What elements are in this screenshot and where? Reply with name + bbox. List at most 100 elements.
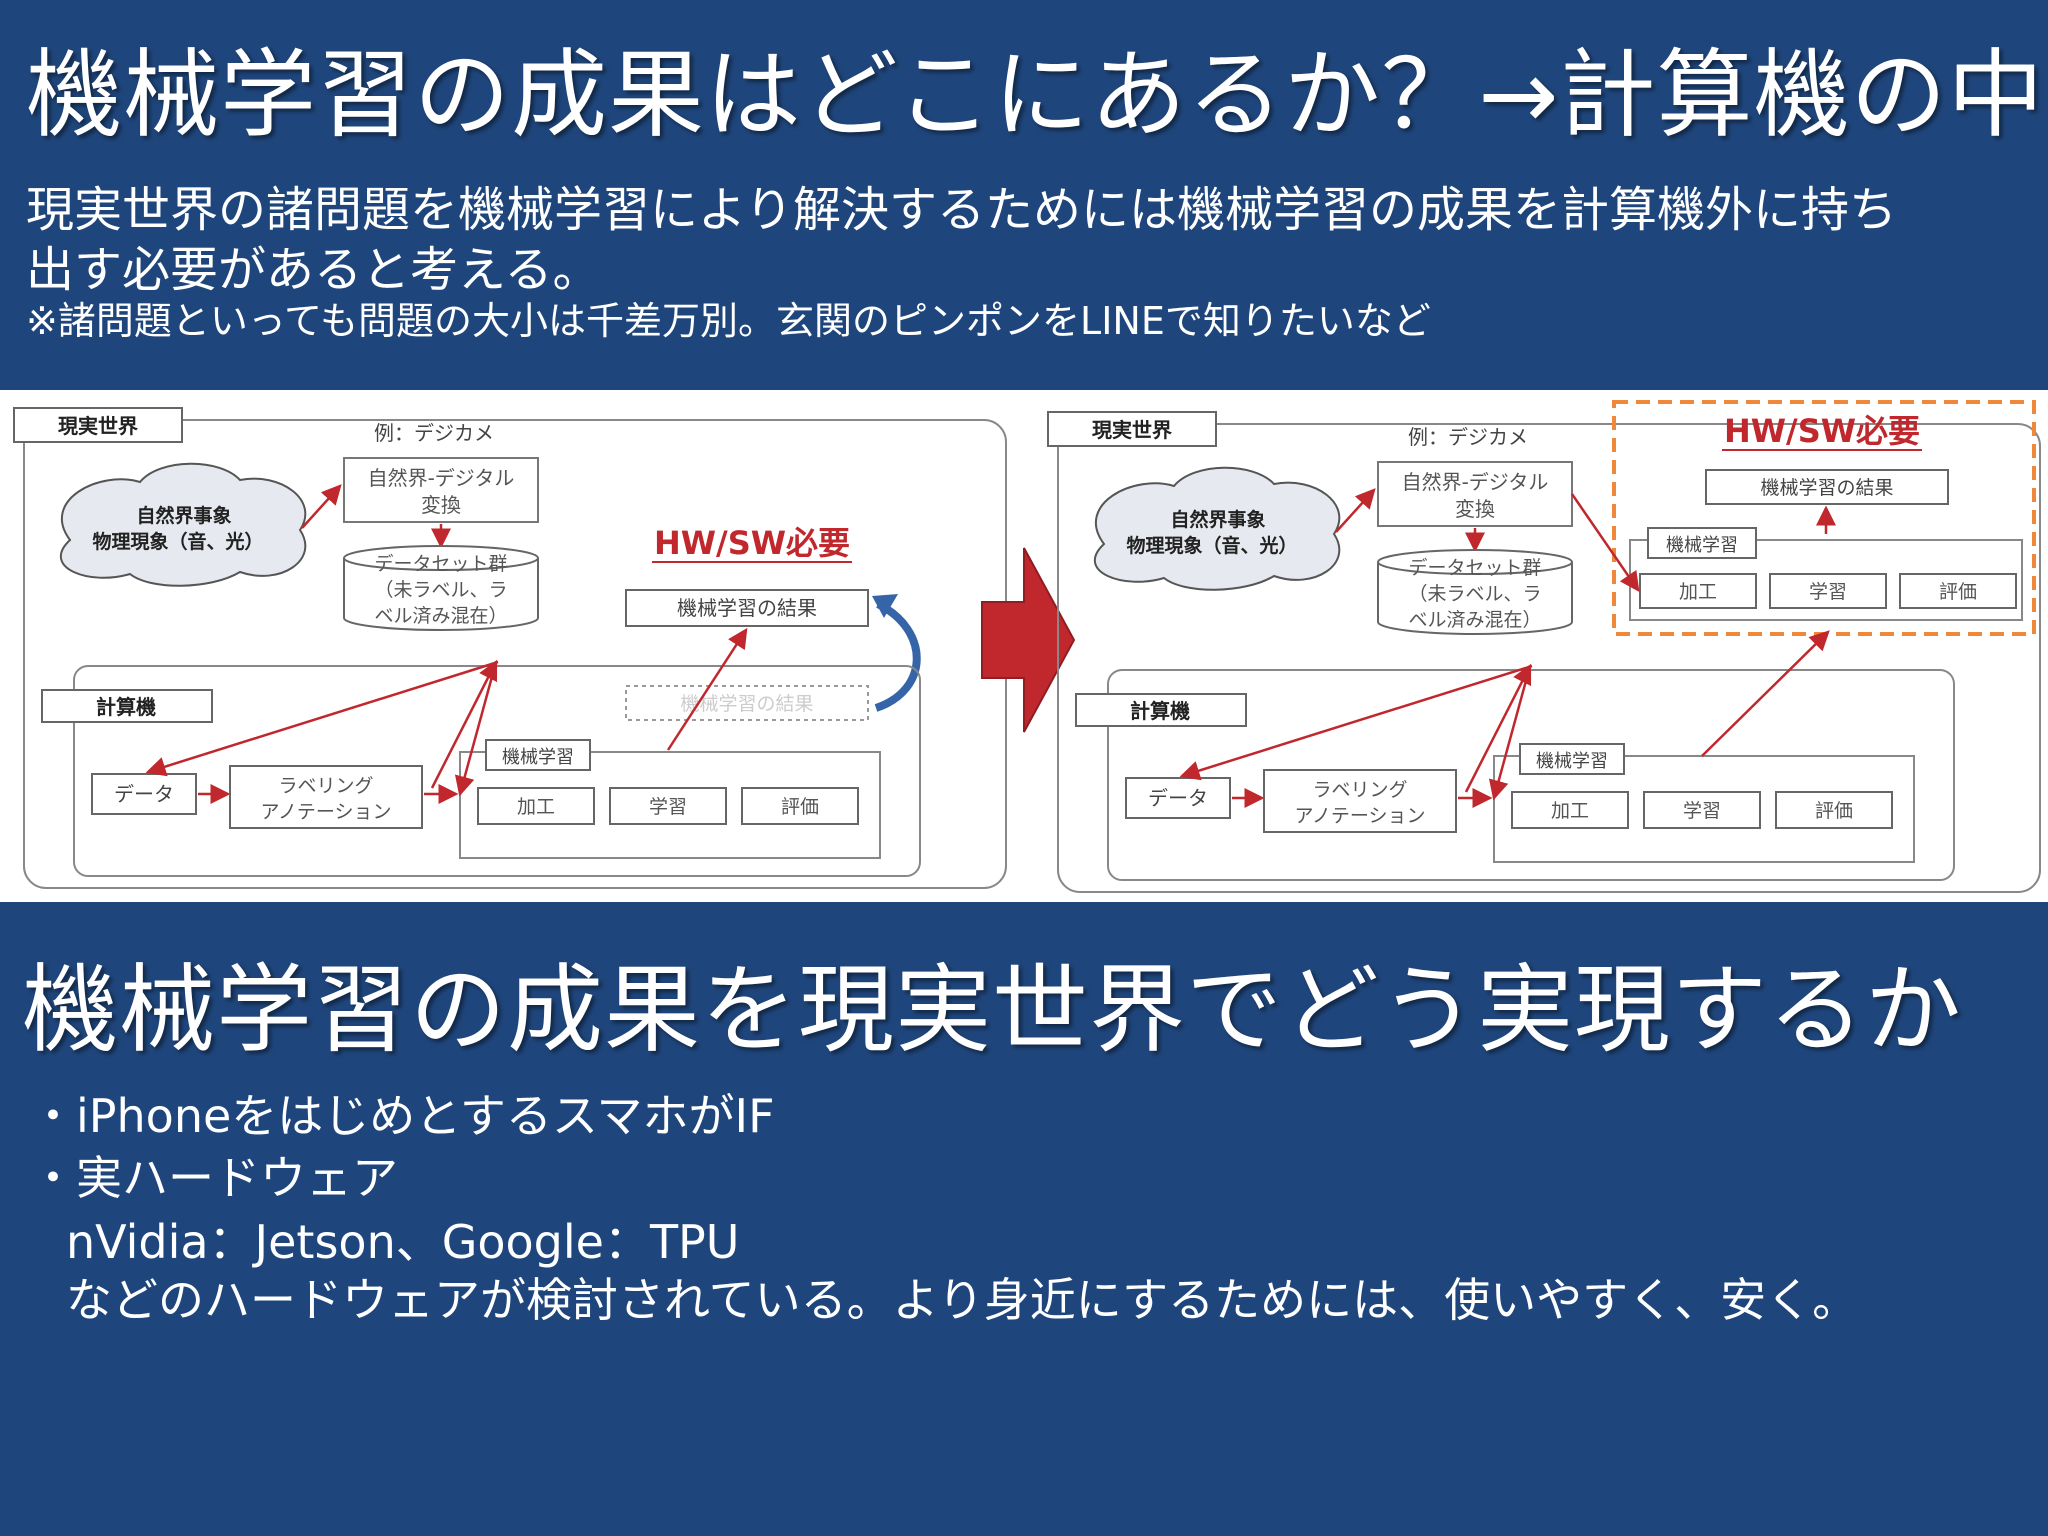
right-arrow-ml-to-top (1701, 630, 1830, 757)
left-process-box (477, 787, 595, 825)
left-evaluate-label: 評価 (781, 796, 819, 818)
left-process-label: 加工 (517, 796, 555, 818)
right-real-world-label-box (1047, 411, 1217, 447)
left-dataset-cylinder-top (343, 545, 539, 571)
left-ml-result-box (625, 589, 869, 627)
left-dataset-line-3: ベル済み混在） (374, 605, 507, 627)
right-conversion-line-2: 変換 (1455, 497, 1495, 521)
left-dataset-line-1: データセット群 (374, 553, 507, 575)
right-computer-label: 計算機 (1130, 699, 1190, 723)
right-ml-label: 機械学習 (1536, 751, 1608, 772)
left-learn-label: 学習 (649, 796, 687, 818)
right-cloud-line-1: 自然界事象 (1170, 508, 1265, 531)
left-learn-box (609, 787, 727, 825)
left-data-box (91, 773, 197, 815)
right-dataset-cylinder-top (1377, 549, 1573, 575)
right-top-evaluate-label: 評価 (1939, 581, 1977, 603)
left-labeling-line-1: ラベリング (278, 775, 373, 797)
left-labeling-line-2: アノテーション (261, 801, 392, 823)
left-arrow-dataset-to-data (145, 660, 499, 777)
left-example-label: 例：デジカメ (374, 421, 494, 445)
right-top-ml-label: 機械学習 (1666, 535, 1738, 556)
left-computer-label-box (41, 689, 213, 723)
left-data-label: データ (114, 782, 174, 806)
right-diagram: 現実世界 例：デジカメ 自然界-デジタル 変換 自然界事象 物理現象（音、光） … (1047, 400, 2041, 893)
left-evaluate-box (741, 787, 859, 825)
right-evaluate-box (1775, 791, 1893, 829)
right-top-evaluate-box (1899, 573, 2017, 609)
left-dataset-cylinder (343, 558, 539, 631)
intro-text: 現実世界の諸問題を機械学習により解決するためには機械学習の成果を計算機外に持ち … (26, 180, 2016, 300)
right-ml-result-label: 機械学習の結果 (1760, 477, 1893, 499)
left-blue-arrow-head (872, 594, 898, 618)
left-conversion-line-2: 変換 (421, 493, 461, 517)
right-arrow-labeling-to-dataset (1464, 663, 1532, 793)
hardware-conclusion: などのハードウェアが検討されている。より身近にするためには、使いやすく、安く。 (66, 1273, 1859, 1327)
hardware-examples: nVidia：Jetson、Google：TPU (66, 1215, 740, 1269)
right-arrow-cloud-to-conversion (1335, 488, 1376, 533)
right-conversion-line-1: 自然界-デジタル (1402, 470, 1549, 494)
right-process-label: 加工 (1551, 800, 1589, 822)
right-dataset-cylinder (1377, 562, 1573, 635)
right-nature-cloud (1094, 466, 1341, 591)
right-data-label: データ (1148, 786, 1208, 810)
right-learn-label: 学習 (1683, 800, 1721, 822)
right-ml-label-box (1519, 743, 1625, 775)
right-top-ml-label-box (1647, 527, 1757, 559)
right-top-process-box (1639, 573, 1757, 609)
comparison-figure: 現実世界 例：デジカメ 自然界-デジタル 変換 自然界事象 物理現象（音、光） … (0, 390, 2048, 902)
right-dataset-line-1: データセット群 (1408, 557, 1541, 579)
transition-arrow (981, 547, 1076, 733)
left-dataset-line-2: （未ラベル、ラ (374, 579, 507, 601)
figure-svg: 現実世界 例：デジカメ 自然界-デジタル 変換 自然界事象 物理現象（音、光） … (13, 400, 2041, 893)
right-dataset-line-3: ベル済み混在） (1408, 609, 1541, 631)
left-cloud-line-1: 自然界事象 (136, 504, 231, 527)
intro-line-1: 現実世界の諸問題を機械学習により解決するためには機械学習の成果を計算機外に持ち (26, 182, 1898, 238)
left-nature-cloud (60, 462, 307, 587)
right-top-learn-box (1769, 573, 1887, 609)
right-real-world-frame (1057, 423, 2041, 893)
right-arrow-dataset-to-ml (1488, 665, 1532, 801)
left-blue-curved-arrow (874, 600, 921, 712)
right-arrow-dataset-to-data (1179, 664, 1533, 781)
left-conversion-box (343, 457, 539, 523)
section-title: 機械学習の成果を現実世界でどう実現するか (22, 954, 1962, 1066)
right-arrow-conversion-to-top-ml (1570, 493, 1640, 593)
right-top-learn-label: 学習 (1809, 581, 1847, 603)
slide-title: 機械学習の成果はどこにあるか？→計算機の中 (26, 39, 2045, 151)
right-hwsw-label: HW/SW必要 (1724, 412, 1920, 450)
left-ml-label: 機械学習 (502, 747, 574, 768)
right-labeling-line-1: ラベリング (1312, 779, 1407, 801)
left-arrow-dataset-to-ml (454, 661, 498, 797)
left-conversion-line-1: 自然界-デジタル (368, 466, 515, 490)
right-example-label: 例：デジカメ (1408, 425, 1528, 449)
right-cloud-line-2: 物理現象（音、光） (1126, 534, 1297, 557)
left-ml-result-ghost-box (625, 685, 869, 721)
right-process-box (1511, 791, 1629, 829)
left-arrow-labeling-to-dataset (430, 659, 498, 789)
right-conversion-box (1377, 461, 1573, 527)
right-real-world-label: 現実世界 (1092, 418, 1172, 442)
right-evaluate-label: 評価 (1815, 800, 1853, 822)
right-computer-label-box (1075, 693, 1247, 727)
left-real-world-label-box (13, 407, 183, 443)
left-real-world-label: 現実世界 (58, 414, 138, 438)
left-ml-result-label: 機械学習の結果 (677, 596, 817, 620)
left-ml-result-ghost-label: 機械学習の結果 (680, 693, 813, 715)
left-ml-label-box (485, 739, 591, 771)
left-arrow-cloud-to-conversion (301, 484, 342, 529)
right-ml-result-box (1705, 469, 1949, 505)
right-learn-box (1643, 791, 1761, 829)
left-labeling-box (229, 765, 423, 829)
left-hwsw-label: HW/SW必要 (654, 524, 850, 562)
left-computer-label: 計算機 (96, 695, 156, 719)
right-data-box (1125, 777, 1231, 819)
bullet-hardware: ・実ハードウェア (30, 1151, 398, 1205)
note-text: ※諸問題といっても問題の大小は千差万別。玄関のピンポンをLINEで知りたいなど (26, 299, 1431, 343)
right-top-process-label: 加工 (1679, 581, 1717, 603)
left-diagram: 現実世界 例：デジカメ 自然界-デジタル 変換 自然界事象 物理現象（音、光） … (13, 407, 1007, 889)
left-arrow-ml-to-result (666, 627, 748, 751)
left-cloud-line-2: 物理現象（音、光） (92, 530, 263, 553)
intro-line-2: 出す必要があると考える。 (26, 242, 601, 298)
